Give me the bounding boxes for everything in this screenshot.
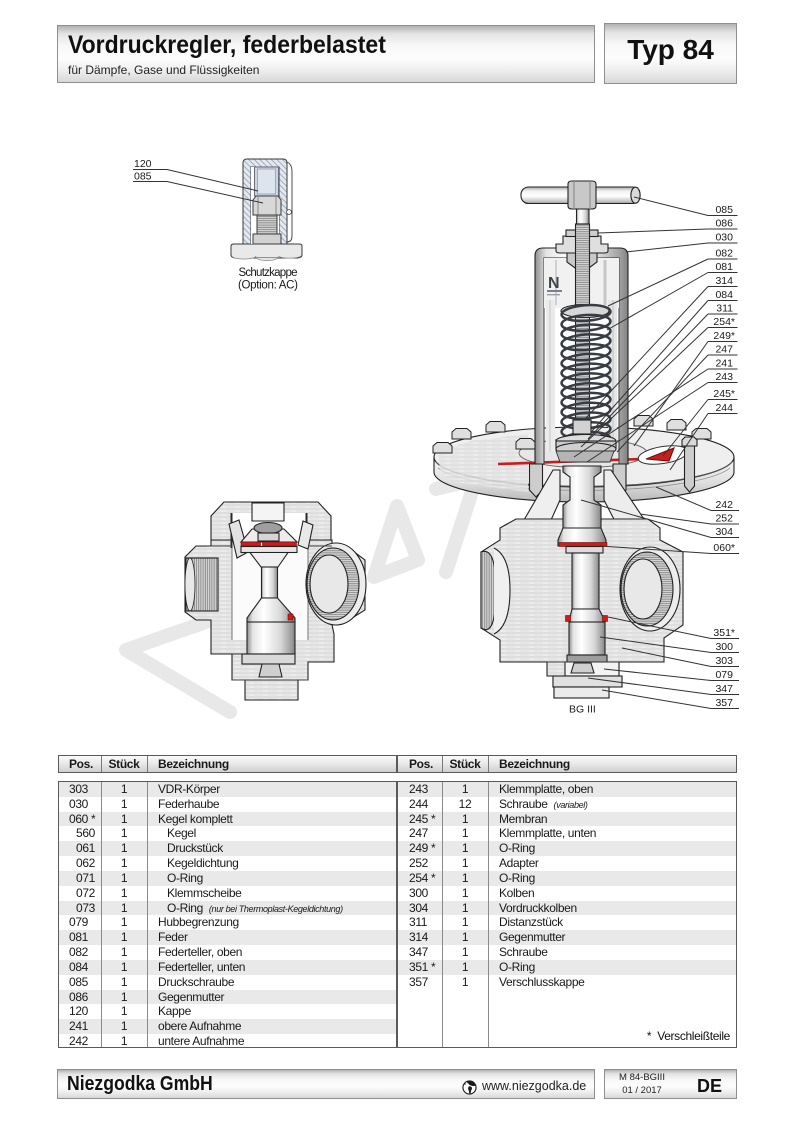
svg-text:085: 085 (134, 171, 152, 183)
svg-text:Schutzkappe: Schutzkappe (239, 267, 298, 279)
svg-text:245*: 245* (713, 388, 735, 400)
svg-text:(Option: AC): (Option: AC) (238, 280, 298, 292)
svg-text:079: 079 (715, 669, 733, 681)
svg-text:357: 357 (715, 697, 733, 709)
svg-text:244: 244 (715, 402, 733, 414)
svg-text:300: 300 (715, 641, 733, 653)
svg-text:351*: 351* (713, 627, 735, 639)
svg-text:311: 311 (716, 303, 733, 315)
svg-text:304: 304 (715, 526, 733, 538)
svg-text:247: 247 (715, 344, 733, 356)
svg-text:243: 243 (715, 371, 733, 383)
svg-text:030: 030 (715, 232, 733, 244)
svg-text:314: 314 (715, 275, 733, 287)
svg-text:060*: 060* (713, 542, 735, 554)
svg-text:347: 347 (715, 683, 733, 695)
svg-text:081: 081 (715, 261, 733, 273)
svg-text:086: 086 (715, 218, 733, 230)
svg-text:N: N (548, 275, 560, 292)
svg-text:084: 084 (715, 289, 733, 301)
svg-text:BG III: BG III (569, 704, 596, 716)
svg-text:085: 085 (715, 204, 733, 216)
svg-text:241: 241 (715, 358, 733, 370)
svg-text:082: 082 (715, 248, 733, 260)
svg-text:249*: 249* (713, 330, 735, 342)
svg-text:254*: 254* (713, 316, 735, 328)
svg-text:303: 303 (715, 655, 733, 667)
svg-text:242: 242 (715, 499, 733, 511)
svg-text:252: 252 (715, 513, 733, 525)
svg-text:120: 120 (134, 158, 152, 170)
